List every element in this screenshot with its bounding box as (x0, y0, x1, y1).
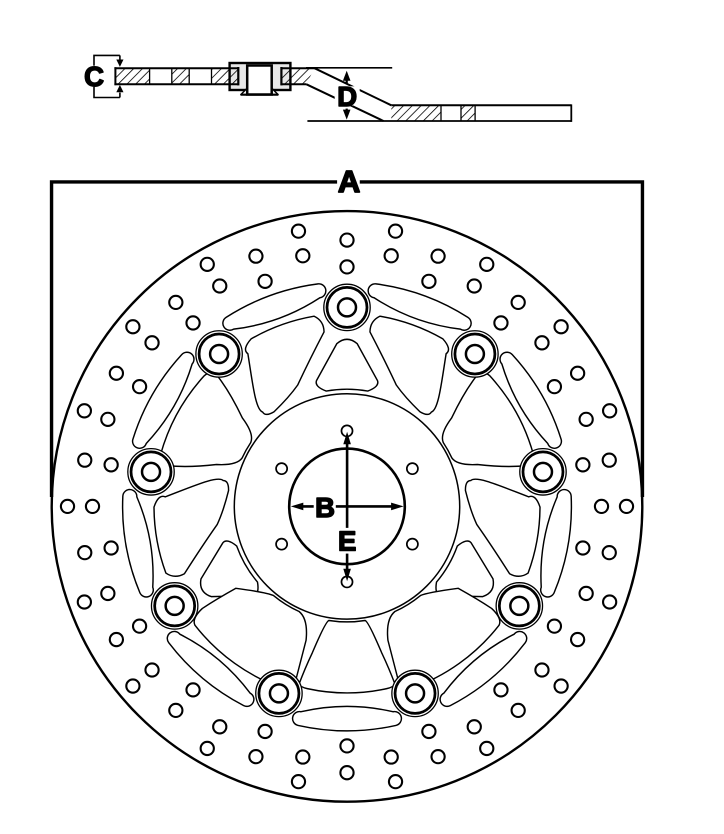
svg-text:D: D (337, 81, 357, 112)
svg-text:E: E (338, 526, 356, 557)
svg-text:A: A (338, 164, 360, 199)
svg-text:B: B (315, 492, 335, 523)
svg-text:C: C (84, 61, 104, 92)
